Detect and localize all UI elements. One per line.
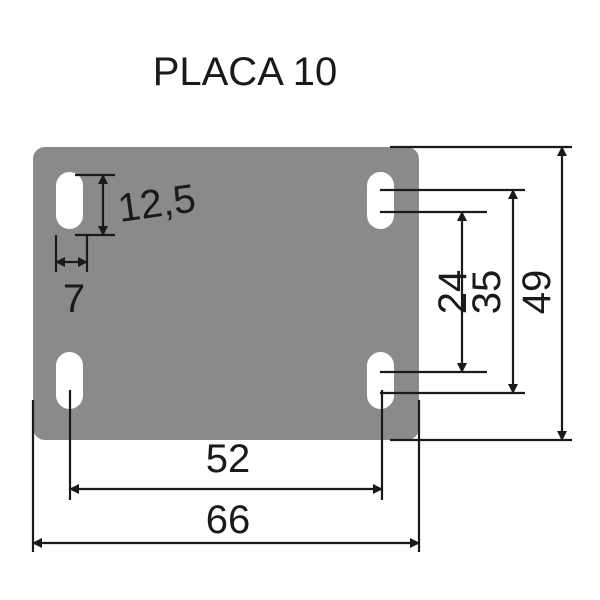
dimension-hole-spacing-horizontal: 52 — [68, 390, 384, 500]
label-hole-spacing-horizontal: 52 — [206, 437, 251, 481]
label-hole-spacing-vertical-inner: 24 — [431, 270, 475, 315]
label-plate-width: 66 — [206, 498, 251, 542]
mounting-plate — [33, 147, 419, 440]
dimension-hole-spacing-vertical-outer: 35 — [380, 188, 525, 395]
dimension-plate-width: 66 — [31, 400, 421, 552]
dimension-plate-height: 49 — [390, 145, 572, 442]
dimension-slot-width: 7 — [54, 235, 89, 321]
slot-bottom-right — [367, 352, 394, 409]
slot-top-right — [367, 172, 394, 229]
label-slot-width: 7 — [63, 277, 85, 321]
label-hole-spacing-vertical-outer: 35 — [465, 270, 509, 315]
slot-top-left — [56, 172, 83, 229]
dimension-hole-spacing-vertical-inner: 24 — [380, 210, 487, 374]
slot-bottom-left — [56, 352, 83, 409]
dimension-slot-length: 12,5 — [75, 173, 198, 237]
label-plate-height: 49 — [515, 270, 559, 315]
label-slot-length: 12,5 — [115, 177, 198, 231]
drawing-title: PLACA 10 — [153, 50, 338, 94]
